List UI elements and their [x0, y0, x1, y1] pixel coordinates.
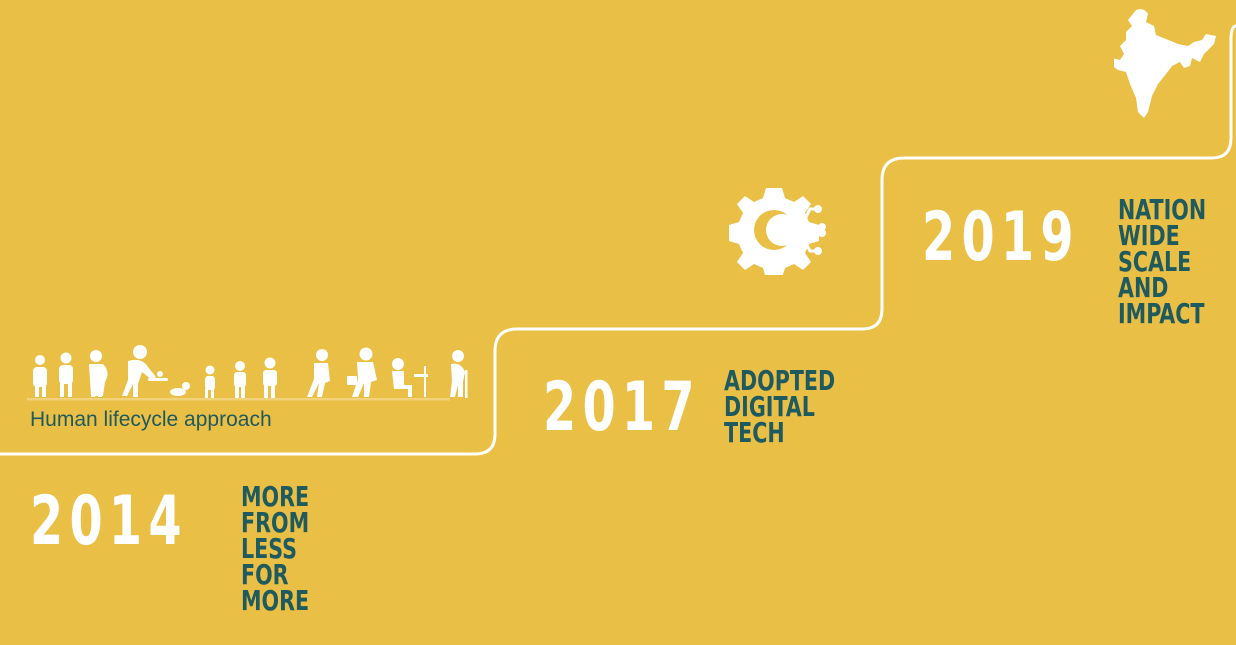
tagline-line: TECH [724, 416, 785, 449]
tagline-line: WIDE [1118, 219, 1180, 252]
tagline-line: NATION [1118, 193, 1207, 226]
tagline-line: MORE [241, 584, 310, 617]
gear-circuit-icon [729, 188, 826, 275]
milestone-2017-year: 2017 [543, 368, 701, 447]
tagline-line: DIGITAL [724, 390, 815, 423]
tagline-line: SCALE [1118, 245, 1192, 278]
milestone-2019-year: 2019 [922, 198, 1080, 277]
tagline-line: FROM [241, 506, 310, 539]
tagline-line: IMPACT [1118, 297, 1205, 330]
milestone-2017-tagline: ADOPTED DIGITAL TECH [724, 364, 836, 449]
tagline-line: AND [1118, 271, 1169, 304]
milestone-2019-tagline: NATION WIDE SCALE AND IMPACT [1118, 193, 1207, 330]
tagline-line: FOR [241, 558, 289, 591]
tagline-line: ADOPTED [724, 364, 836, 397]
milestone-2014-year: 2014 [30, 482, 188, 561]
tagline-line: MORE [241, 480, 310, 513]
milestone-2014-tagline: MORE FROM LESS FOR MORE [241, 480, 310, 617]
india-map-icon [1114, 9, 1216, 118]
tagline-line: LESS [241, 532, 298, 565]
human-lifecycle-icon [27, 345, 468, 401]
lifecycle-caption: Human lifecycle approach [30, 408, 272, 431]
